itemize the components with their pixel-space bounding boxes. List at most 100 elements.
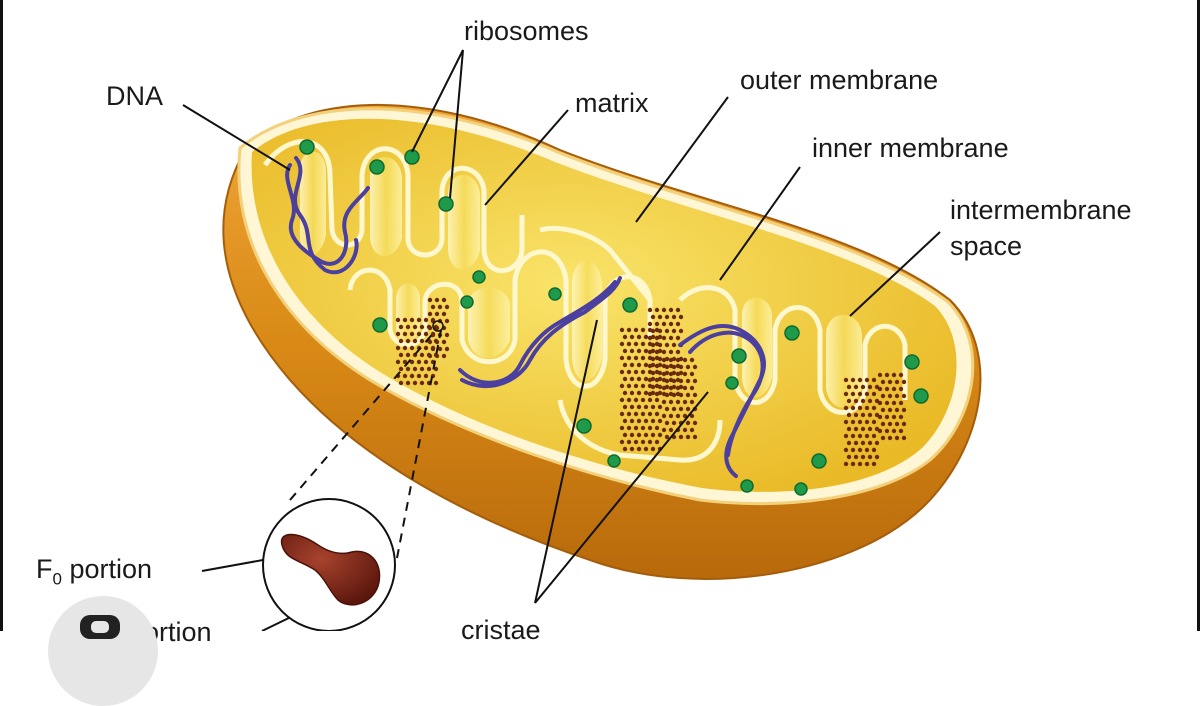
atp-synthase-dot — [661, 371, 667, 377]
atp-synthase-dot — [402, 317, 408, 323]
atp-synthase-dot — [689, 427, 695, 433]
atp-synthase-dot — [650, 418, 656, 424]
f0-particle — [280, 533, 381, 606]
f0-portion-label: F0 portion — [36, 554, 152, 589]
atp-synthase-dot — [692, 434, 698, 440]
atp-synthase-dot — [622, 334, 628, 340]
atp-synthase-dot — [643, 432, 649, 438]
atp-synthase-dot — [880, 379, 886, 385]
image-search-icon-hole — [91, 621, 109, 633]
atp-synthase-dot — [884, 428, 890, 434]
atp-synthase-dot — [867, 412, 873, 418]
atp-synthase-dot — [860, 440, 866, 446]
atp-synthase-dot — [898, 372, 904, 378]
atp-synthase-dot — [619, 439, 625, 445]
atp-synthase-dot — [629, 362, 635, 368]
atp-synthase-dot — [423, 373, 429, 379]
atp-synthase-dot — [671, 342, 677, 348]
atp-synthase-dot — [395, 345, 401, 351]
atp-synthase-dot — [622, 376, 628, 382]
atp-synthase-dot — [636, 348, 642, 354]
atp-synthase-dot — [864, 405, 870, 411]
atp-synthase-dot — [843, 419, 849, 425]
atp-synthase-dot — [419, 380, 425, 386]
atp-synthase-dot — [891, 400, 897, 406]
atp-synthase-dot — [633, 439, 639, 445]
atp-synthase-dot — [692, 420, 698, 426]
atp-synthase-dot — [891, 386, 897, 392]
atp-synthase-dot — [654, 349, 660, 355]
atp-synthase-dot — [626, 327, 632, 333]
atp-synthase-dot — [894, 393, 900, 399]
atp-synthase-dot — [857, 377, 863, 383]
atp-synthase-dot — [887, 393, 893, 399]
atp-synthase-dot — [671, 392, 677, 398]
atp-synthase-dot — [860, 454, 866, 460]
atp-synthase-dot — [427, 297, 433, 303]
atp-synthase-dot — [843, 377, 849, 383]
atp-synthase-dot — [857, 447, 863, 453]
atp-synthase-dot — [629, 432, 635, 438]
atp-synthase-dot — [661, 321, 667, 327]
atp-synthase-dot — [416, 317, 422, 323]
atp-synthase-dot — [647, 307, 653, 313]
atp-synthase-dot — [682, 413, 688, 419]
atp-synthase-dot — [647, 391, 653, 397]
atp-synthase-dot — [626, 369, 632, 375]
atp-synthase-dot — [416, 373, 422, 379]
atp-synthase-dot — [891, 428, 897, 434]
atp-synthase-dot — [894, 421, 900, 427]
atp-synthase-dot — [689, 399, 695, 405]
leader-lines — [182, 49, 941, 631]
atp-synthase-dot — [409, 331, 415, 337]
atp-synthase-dot — [901, 379, 907, 385]
atp-synthase-dot — [640, 327, 646, 333]
matrix-label: matrix — [575, 88, 649, 118]
atp-synthase-dot — [898, 400, 904, 406]
atp-synthase-dot — [427, 339, 433, 345]
atp-synthase-dot — [853, 426, 859, 432]
atp-synthase-dot — [434, 339, 440, 345]
atp-synthase-dot — [626, 439, 632, 445]
atp-synthase-dot — [643, 348, 649, 354]
atp-synthase-dot — [884, 372, 890, 378]
atp-synthase-dot — [640, 383, 646, 389]
atp-synthase-dot — [633, 383, 639, 389]
atp-synthase-dot — [853, 398, 859, 404]
intermembrane-space-label-line1: intermembrane — [950, 195, 1132, 225]
atp-synthase-dot — [853, 412, 859, 418]
atp-synthase-dot — [398, 324, 404, 330]
atp-synthase-dot — [880, 435, 886, 441]
atp-synthase-dot — [412, 324, 418, 330]
atp-synthase-dot — [887, 379, 893, 385]
atp-synthase-dot — [423, 331, 429, 337]
atp-synthase-dot — [675, 399, 681, 405]
atp-synthase-dot — [871, 391, 877, 397]
atp-synthase-dot — [441, 339, 447, 345]
atp-synthase-dot — [857, 391, 863, 397]
atp-synthase-dot — [843, 433, 849, 439]
atp-synthase-dot — [643, 446, 649, 452]
atp-synthase-dot — [619, 383, 625, 389]
intermembrane-space-label-line2: space — [950, 231, 1023, 261]
atp-synthase-dot — [661, 399, 667, 405]
atp-synthase-dot — [650, 328, 656, 334]
atp-synthase-dot — [884, 414, 890, 420]
atp-synthase-dot — [850, 433, 856, 439]
atp-synthase-dot — [857, 433, 863, 439]
atp-synthase-dot — [640, 355, 646, 361]
atp-synthase-dot — [416, 359, 422, 365]
atp-synthase-dot — [664, 406, 670, 412]
atp-synthase-dot — [850, 391, 856, 397]
atp-synthase-dot — [884, 386, 890, 392]
atp-synthase-dot — [622, 418, 628, 424]
f0-letter: F — [36, 554, 53, 584]
atp-synthase-dot — [867, 454, 873, 460]
atp-synthase-dot — [619, 425, 625, 431]
atp-synthase-dot — [629, 418, 635, 424]
f0-portion-word: portion — [61, 554, 153, 584]
atp-synthase-dot — [685, 378, 691, 384]
atp-synthase-dot — [626, 383, 632, 389]
atp-synthase-dot — [685, 420, 691, 426]
image-search-button[interactable] — [48, 596, 158, 706]
